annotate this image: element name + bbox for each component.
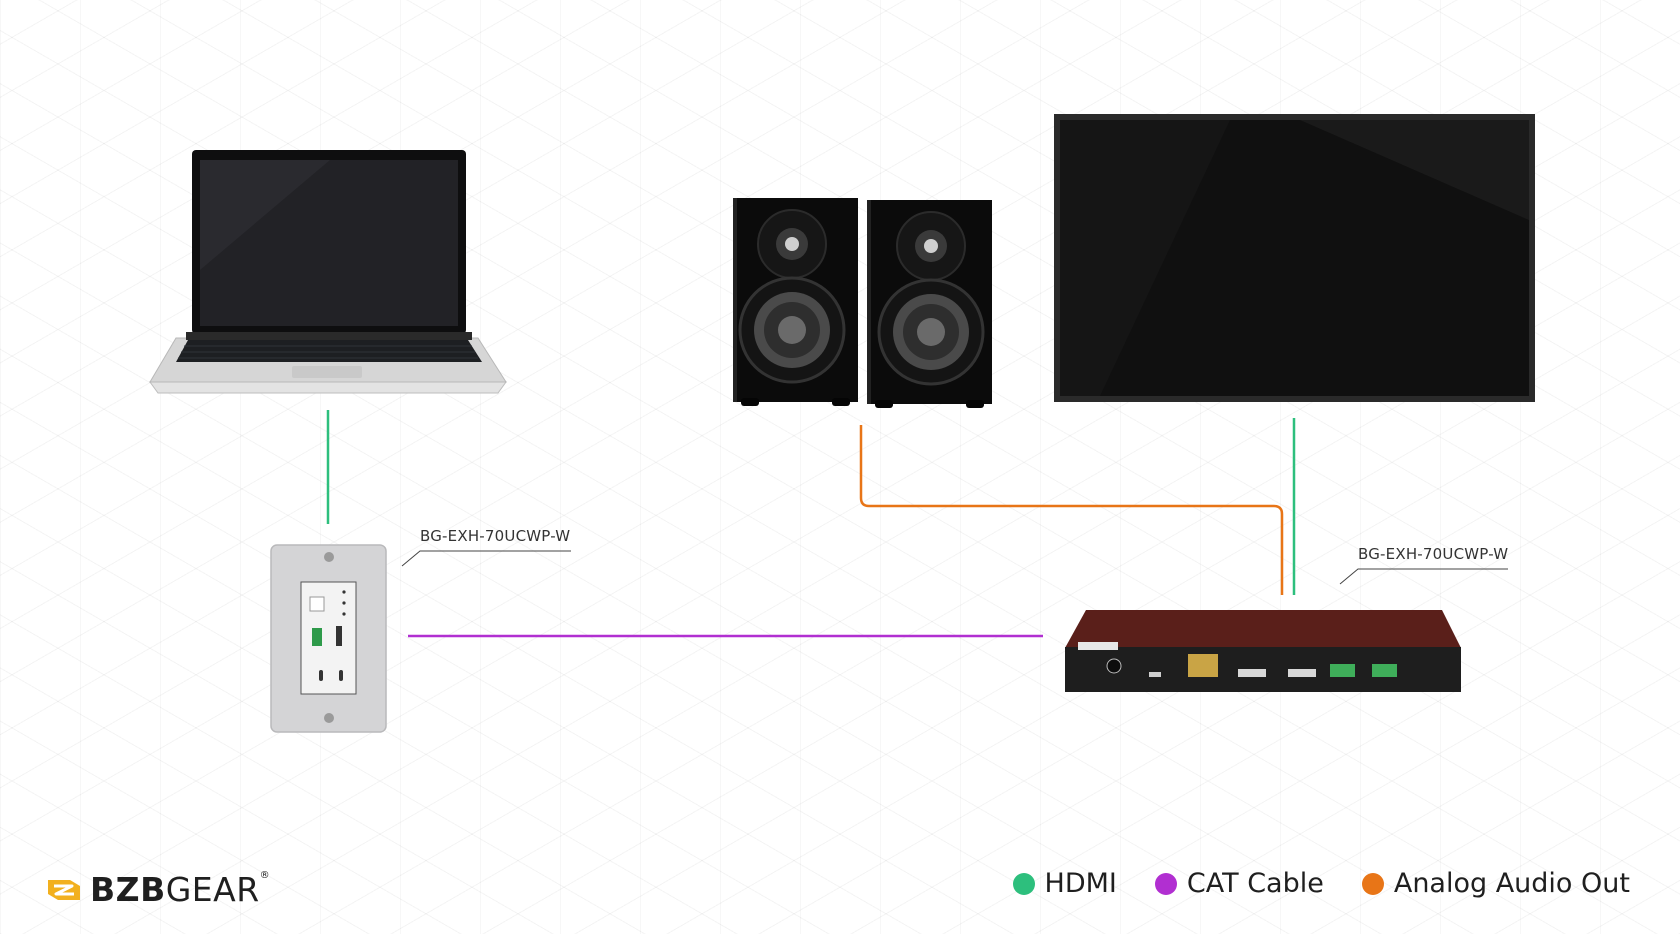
legend: HDMI CAT Cable Analog Audio Out [1012,868,1630,899]
wallplate-callout-line [401,550,571,567]
logo-mark-icon [48,879,80,900]
legend-label-hdmi: HDMI [1044,868,1117,899]
receiver-callout-line [1339,568,1508,585]
brand-wordmark: BZBGEAR® [90,870,270,909]
legend-dot-cat-icon [1154,872,1177,895]
legend-item-cat: CAT Cable [1154,868,1324,899]
audio-cable [859,425,1284,595]
brand-name-light: GEAR [165,870,260,909]
legend-label-cat: CAT Cable [1186,868,1324,899]
speakers-device [733,198,992,408]
wallplate-transmitter [270,544,387,733]
brand-logo: BZBGEAR® [44,870,270,909]
legend-item-audio: Analog Audio Out [1361,868,1630,899]
receiver-box [1065,610,1461,692]
display-tv [1054,114,1535,402]
brand-name-bold: BZB [90,870,166,909]
laptop-device [149,150,507,394]
receiver-model-label: BG-EXH-70UCWP-W [1358,545,1509,563]
legend-label-audio: Analog Audio Out [1393,868,1630,899]
legend-item-hdmi: HDMI [1012,868,1117,899]
registered-mark: ® [259,870,271,881]
legend-dot-audio-icon [1361,872,1384,895]
legend-dot-hdmi-icon [1012,872,1035,895]
wallplate-model-label: BG-EXH-70UCWP-W [420,527,571,545]
